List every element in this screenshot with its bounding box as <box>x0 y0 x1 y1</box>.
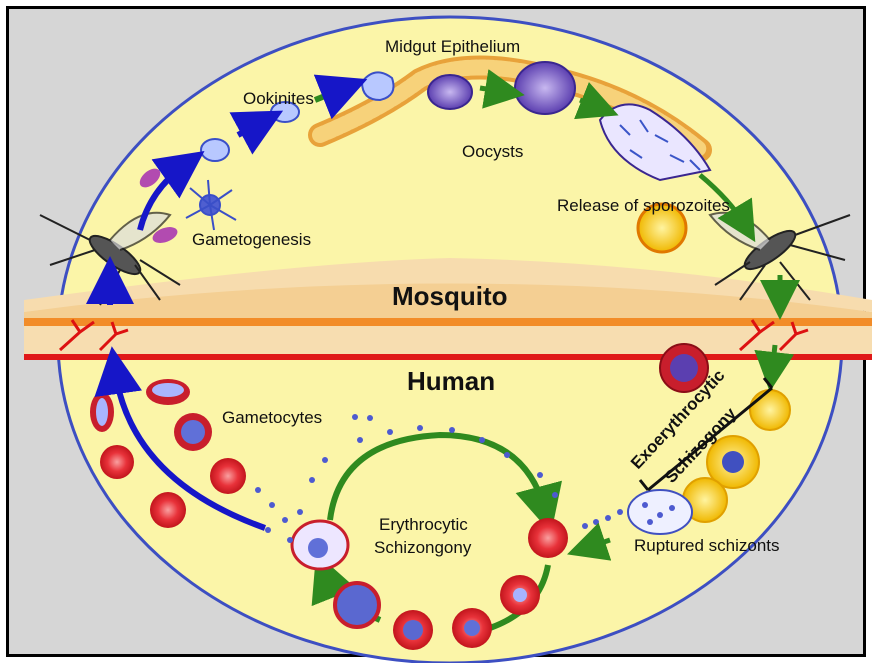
label-human: Human <box>407 366 495 396</box>
label-midgut-epithelium: Midgut Epithelium <box>385 37 520 56</box>
label-gametogenesis: Gametogenesis <box>192 230 311 249</box>
label-ruptured-schizonts: Ruptured schizonts <box>634 536 780 555</box>
oocyst-large <box>515 62 575 114</box>
label-oocysts: Oocysts <box>462 142 523 161</box>
label-erythrocytic: Erythrocytic <box>379 515 468 534</box>
ookinete-3 <box>362 72 394 100</box>
label-ookinites: Ookinites <box>243 89 314 108</box>
label-release-of-sporozoites: Release of sporozoites <box>557 196 730 215</box>
label-mosquito: Mosquito <box>392 281 508 311</box>
oocyst-small <box>428 75 472 109</box>
label-schizongony: Schizongony <box>374 538 472 557</box>
label-gametocytes: Gametocytes <box>222 408 322 427</box>
ookinete-1 <box>201 139 229 161</box>
